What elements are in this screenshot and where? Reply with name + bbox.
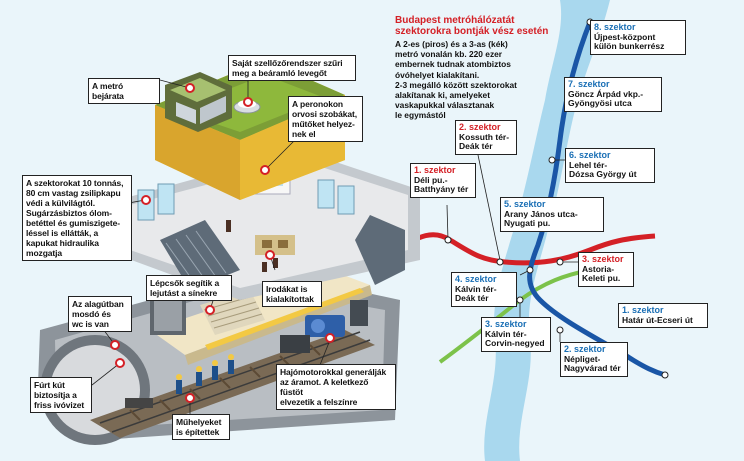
sector-name: Göncz Árpád vkp.- Gyöngyösi utca — [568, 88, 644, 108]
metro-line-red — [402, 232, 656, 266]
sector-name: Kálvin tér- Corvin-negyed — [485, 328, 545, 348]
sector-box-blue-3: 3. szektor Kálvin tér- Corvin-negyed — [481, 317, 551, 352]
sector-title: 3. szektor — [485, 319, 527, 329]
callout-stairs: Lépcsők segítik a lejutást a sínekre — [146, 275, 232, 301]
map-info: A 2-es (piros) és a 3-as (kék) metró von… — [395, 39, 535, 121]
sector-name: Lehel tér- Dózsa György út — [569, 159, 637, 179]
callout-ship-engines: Hajómotorokkal generálják az áramot. A k… — [276, 364, 396, 410]
sector-title: 7. szektor — [568, 79, 610, 89]
sector-box-blue-8: 8. szektor Újpest-központ külön bunkerré… — [590, 20, 686, 55]
sector-title: 4. szektor — [455, 274, 497, 284]
sector-box-red-1: 1. szektor Déli pu.- Batthyány tér — [410, 163, 476, 198]
map-info-line: alakítanak ki, amelyeket — [395, 90, 490, 101]
callout-washrooms: Az alagútban mosdó és wc is van — [68, 296, 132, 332]
sector-title: 6. szektor — [569, 150, 611, 160]
sector-title: 8. szektor — [594, 22, 636, 32]
sector-title: 2. szektor — [564, 344, 606, 354]
sector-name: Kossuth tér- Deák tér — [459, 131, 510, 151]
sector-title: 1. szektor — [622, 305, 664, 315]
sector-title: 5. szektor — [504, 199, 546, 209]
sector-title: 1. szektor — [414, 165, 456, 175]
callout-water-well: Fúrt kút biztosítja a friss ivóvizet — [30, 377, 92, 413]
map-title-line: szektorokra bontják vész esetén — [395, 26, 549, 37]
map-info-line: óvóhelyet kialakítani. — [395, 69, 480, 80]
sector-box-blue-4: 4. szektor Kálvin tér- Deák tér — [451, 272, 517, 307]
map-title: Budapest metróhálózatát szektorokra bont… — [395, 15, 548, 37]
sector-name: Népliget- Nagyvárad tér — [564, 353, 621, 373]
callout-markers — [91, 75, 335, 420]
sector-box-blue-5: 5. szektor Arany János utca- Nyugati pu. — [500, 197, 604, 232]
sector-name: Déli pu.- Batthyány tér — [414, 174, 469, 194]
map-info-line: A 2-es (piros) és a 3-as (kék) — [395, 39, 508, 49]
callout-offices: Irodákat is kialakítottak — [262, 281, 322, 307]
sector-box-blue-7: 7. szektor Göncz Árpád vkp.- Gyöngyösi u… — [564, 77, 662, 112]
callout-ventilation: Saját szellőzőrendszer szűri meg a beára… — [228, 55, 356, 81]
sector-box-blue-2: 2. szektor Népliget- Nagyvárad tér — [560, 342, 628, 377]
station-hall — [118, 150, 420, 300]
sector-name: Kálvin tér- Deák tér — [455, 283, 497, 303]
sector-box-blue-1: 1. szektor Határ út-Ecseri út — [618, 303, 708, 328]
map-info-line: le egymástól — [395, 110, 446, 121]
callout-medical-rooms: A peronokon orvosi szobákat, műtőket hel… — [288, 96, 363, 142]
sector-box-red-3: 3. szektor Astoria- Keleti pu. — [578, 252, 634, 287]
callout-blast-gates: A szektorokat 10 tonnás, 80 cm vastag zs… — [22, 175, 132, 261]
sector-name: Határ út-Ecseri út — [622, 314, 693, 325]
map-info-line: metró vonalán kb. 220 ezer — [395, 49, 503, 60]
callout-entrance: A metró bejárata — [88, 78, 160, 104]
callout-workshops: Műhelyeket is építettek — [172, 414, 230, 440]
sector-box-blue-6: 6. szektor Lehel tér- Dózsa György út — [565, 148, 655, 183]
map-info-line: vaskapukkal választanak — [395, 100, 495, 111]
sector-name: Arany János utca- Nyugati pu. — [504, 208, 578, 228]
sector-title: 3. szektor — [582, 254, 624, 264]
map-info-line: embernek tudnak atombiztos — [395, 59, 511, 70]
map-title-line: Budapest metróhálózatát — [395, 15, 515, 26]
map-info-line: 2-3 megálló között szektorokat — [395, 79, 517, 90]
sector-name: Újpest-központ külön bunkerrész — [594, 31, 665, 51]
sector-box-red-2: 2. szektor Kossuth tér- Deák tér — [455, 120, 517, 155]
sector-name: Astoria- Keleti pu. — [582, 263, 621, 283]
sector-title: 2. szektor — [459, 122, 501, 132]
